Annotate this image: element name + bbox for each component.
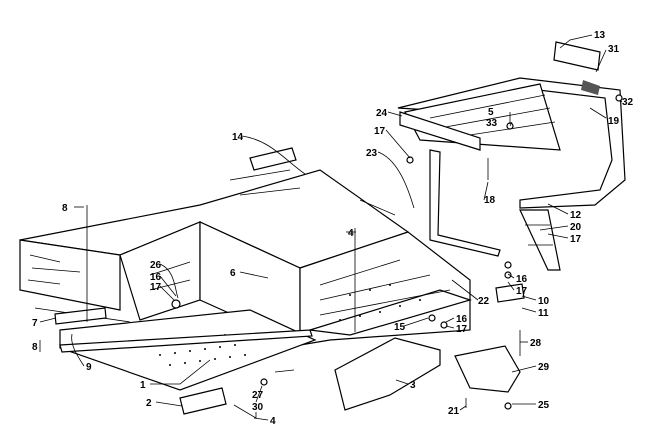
callout-5: 5	[488, 107, 494, 118]
callout-32: 32	[622, 97, 634, 108]
callout-7: 7	[32, 318, 38, 329]
callout-30: 30	[252, 402, 264, 413]
callout-17-rack: 17	[374, 126, 386, 137]
callout-19: 19	[608, 116, 620, 127]
callout-28: 28	[530, 338, 542, 349]
callout-11: 11	[538, 308, 549, 319]
callout-33: 33	[486, 118, 498, 129]
callout-26: 26	[150, 260, 162, 271]
leader-lines	[39, 34, 623, 421]
callout-labels: 13 31 32 5 33 24 19 14 17 23 18 12 20 17…	[32, 30, 634, 427]
callout-25: 25	[538, 400, 550, 411]
callout-17-left: 17	[150, 282, 162, 293]
callout-23: 23	[366, 148, 378, 159]
callout-4-top: 4	[348, 228, 354, 239]
callout-15: 15	[394, 322, 406, 333]
callout-12: 12	[570, 210, 582, 221]
callout-6: 6	[230, 268, 236, 279]
callout-3: 3	[410, 380, 416, 391]
small-parts	[39, 94, 623, 419]
callout-17-right: 17	[516, 286, 528, 297]
callout-29: 29	[538, 362, 550, 373]
callout-20: 20	[570, 222, 582, 233]
callout-8-top: 8	[62, 203, 68, 214]
callout-14: 14	[232, 132, 244, 143]
callout-13: 13	[594, 30, 606, 41]
callout-10: 10	[538, 296, 550, 307]
callout-18: 18	[484, 195, 496, 206]
callout-21: 21	[448, 406, 460, 417]
callout-17-leg: 17	[570, 234, 582, 245]
callout-24: 24	[376, 108, 388, 119]
callout-16-left: 16	[150, 272, 162, 283]
callout-31: 31	[608, 44, 620, 55]
callout-1: 1	[140, 380, 146, 391]
callout-2: 2	[146, 398, 152, 409]
callout-27: 27	[252, 390, 264, 401]
callout-22: 22	[478, 296, 490, 307]
callout-9: 9	[86, 362, 92, 373]
rear-rack	[397, 41, 626, 271]
callout-4-bottom: 4	[270, 416, 276, 427]
callout-16-mid: 16	[456, 314, 468, 325]
callout-8-bottom: 8	[32, 342, 38, 353]
tunnel-assembly	[19, 169, 473, 391]
callout-17-mid: 17	[456, 324, 468, 335]
callout-16-right: 16	[516, 274, 528, 285]
